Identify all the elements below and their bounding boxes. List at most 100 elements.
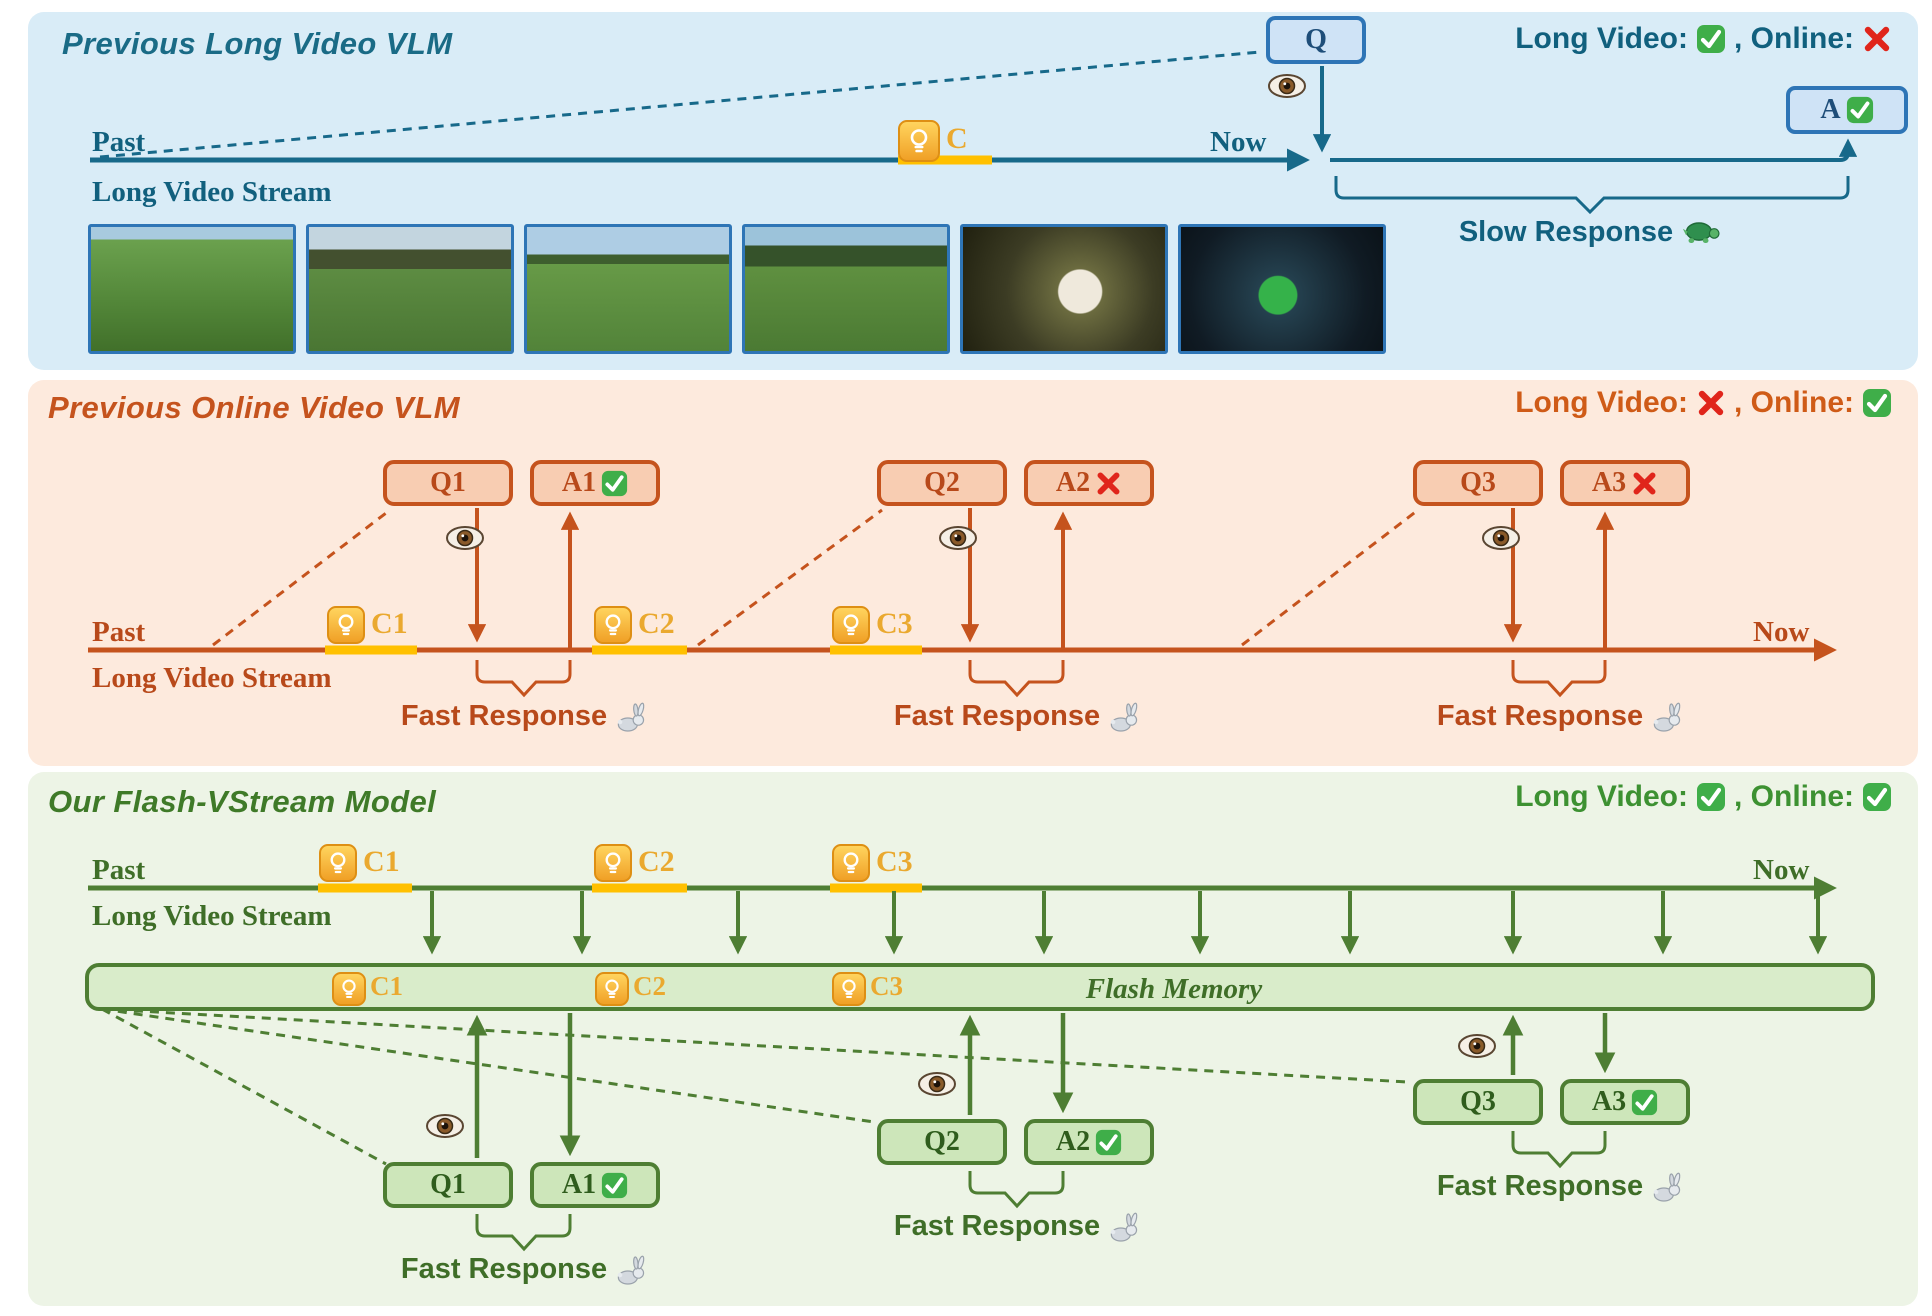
eye-icon [918,1072,956,1101]
panel2-q2-box: Q2 [877,460,1007,506]
video-frame-3 [524,224,732,354]
eye-icon [939,526,977,555]
video-frame-2 [306,224,514,354]
check-icon [1862,782,1892,812]
memory-caption1-label: C1 [370,971,403,1001]
turtle-icon [1683,220,1721,245]
panel2-long-video-label: Long Video: [1515,386,1688,419]
panel3-response-1: Fast Response [401,1253,647,1286]
cross-icon [1696,388,1726,418]
panel3-caption3-label: C3 [876,845,913,878]
panel3-response-3-label: Fast Response [1436,1170,1644,1202]
panel2-caption3-label: C3 [876,607,913,640]
panel3-a1-label: A1 [561,1169,597,1200]
panel1-response: Slow Response [1459,216,1721,249]
panel3-response-3: Fast Response [1437,1170,1683,1203]
panel3-a2-label: A2 [1055,1126,1091,1157]
panel2-response-1: Fast Response [401,700,647,733]
panel2-past-label: Past [92,616,146,648]
caption-bulb-icon [332,972,366,1006]
check-icon [1696,782,1726,812]
panel1-title: Previous Long Video VLM [62,26,453,61]
panel3-q2-label: Q2 [924,1126,960,1157]
caption-bulb-icon [898,120,940,162]
panel1-past-label: Past [92,126,146,158]
panel2-a2-box: A2 [1024,460,1154,506]
panel2-a1-label: A1 [561,467,597,498]
panel2-q3-label: Q3 [1460,467,1496,498]
check-icon [1696,24,1726,54]
panel3-a1-box: A1 [530,1162,660,1208]
rabbit-icon [1110,1212,1140,1242]
rabbit-icon [1653,1172,1683,1202]
panel1-stream-label: Long Video Stream [92,176,332,208]
flash-memory-bar: C1 C2 C3 Flash Memory [85,963,1875,1011]
panel1-response-label: Slow Response [1458,216,1674,248]
panel1-online-label: , Online: [1734,22,1854,55]
panel2-a1-box: A1 [530,460,660,506]
panel3-q3-box: Q3 [1413,1079,1543,1125]
panel3-caption2-label: C2 [638,845,675,878]
eye-icon [1482,526,1520,555]
panel2-status: Long Video: , Online: [1515,386,1892,420]
cross-icon [1631,470,1658,497]
panel2-response-3: Fast Response [1437,700,1683,733]
panel1-query-label: Q [1305,24,1327,55]
cross-icon [1095,470,1122,497]
panel3-status: Long Video: , Online: [1515,780,1892,814]
panel3-q3-label: Q3 [1460,1086,1496,1117]
caption-bulb-icon [319,844,357,882]
panel2-response-3-label: Fast Response [1436,700,1644,732]
panel1-answer-box: A [1786,86,1908,134]
panel3-a3-label: A3 [1591,1086,1627,1117]
eye-icon [446,526,484,555]
panel3-q2-box: Q2 [877,1119,1007,1165]
panel1-query-box: Q [1266,16,1366,64]
panel2-response-1-label: Fast Response [400,700,608,732]
video-frame-4 [742,224,950,354]
panel2-q1-label: Q1 [430,467,466,498]
eye-icon [1458,1034,1496,1063]
panel2-q3-box: Q3 [1413,460,1543,506]
panel3-long-video-label: Long Video: [1515,780,1688,813]
video-frame-strip [88,224,1386,354]
panel1-caption-label: C [946,122,968,155]
panel1-answer-label: A [1820,94,1841,125]
panel2-response-2-label: Fast Response [893,700,1101,732]
cross-icon [1862,24,1892,54]
check-icon [1862,388,1892,418]
caption-bulb-icon [327,606,365,644]
flash-memory-label: Flash Memory [1085,973,1263,1005]
panel1-now-label: Now [1210,126,1267,158]
caption-bulb-icon [832,972,866,1006]
panel3-q1-label: Q1 [430,1169,466,1200]
caption-bulb-icon [595,972,629,1006]
memory-caption3-label: C3 [870,971,903,1001]
caption-bulb-icon [594,844,632,882]
panel3-past-label: Past [92,854,146,886]
panel2-a3-box: A3 [1560,460,1690,506]
panel3-q1-box: Q1 [383,1162,513,1208]
panel3-response-2-label: Fast Response [893,1210,1101,1242]
panel1-status: Long Video: , Online: [1515,22,1892,56]
eye-icon [426,1114,464,1143]
caption-bulb-icon [832,606,870,644]
panel2-a2-label: A2 [1055,467,1091,498]
panel1-long-video-label: Long Video: [1515,22,1688,55]
panel3-a3-box: A3 [1560,1079,1690,1125]
panel3-response-2: Fast Response [894,1210,1140,1243]
panel2-title: Previous Online Video VLM [48,390,460,425]
panel2-response-2: Fast Response [894,700,1140,733]
check-icon [1095,1129,1122,1156]
panel3-caption1-label: C1 [363,845,400,878]
memory-caption2-label: C2 [633,971,666,1001]
panel2-caption2-label: C2 [638,607,675,640]
caption-bulb-icon [594,606,632,644]
panel2-now-label: Now [1753,616,1810,648]
panel3-online-label: , Online: [1734,780,1854,813]
panel2-caption1-label: C1 [371,607,408,640]
panel2-a3-label: A3 [1591,467,1627,498]
panel3-now-label: Now [1753,854,1810,886]
panel3-stream-label: Long Video Stream [92,900,332,932]
panel3-response-1-label: Fast Response [400,1253,608,1285]
